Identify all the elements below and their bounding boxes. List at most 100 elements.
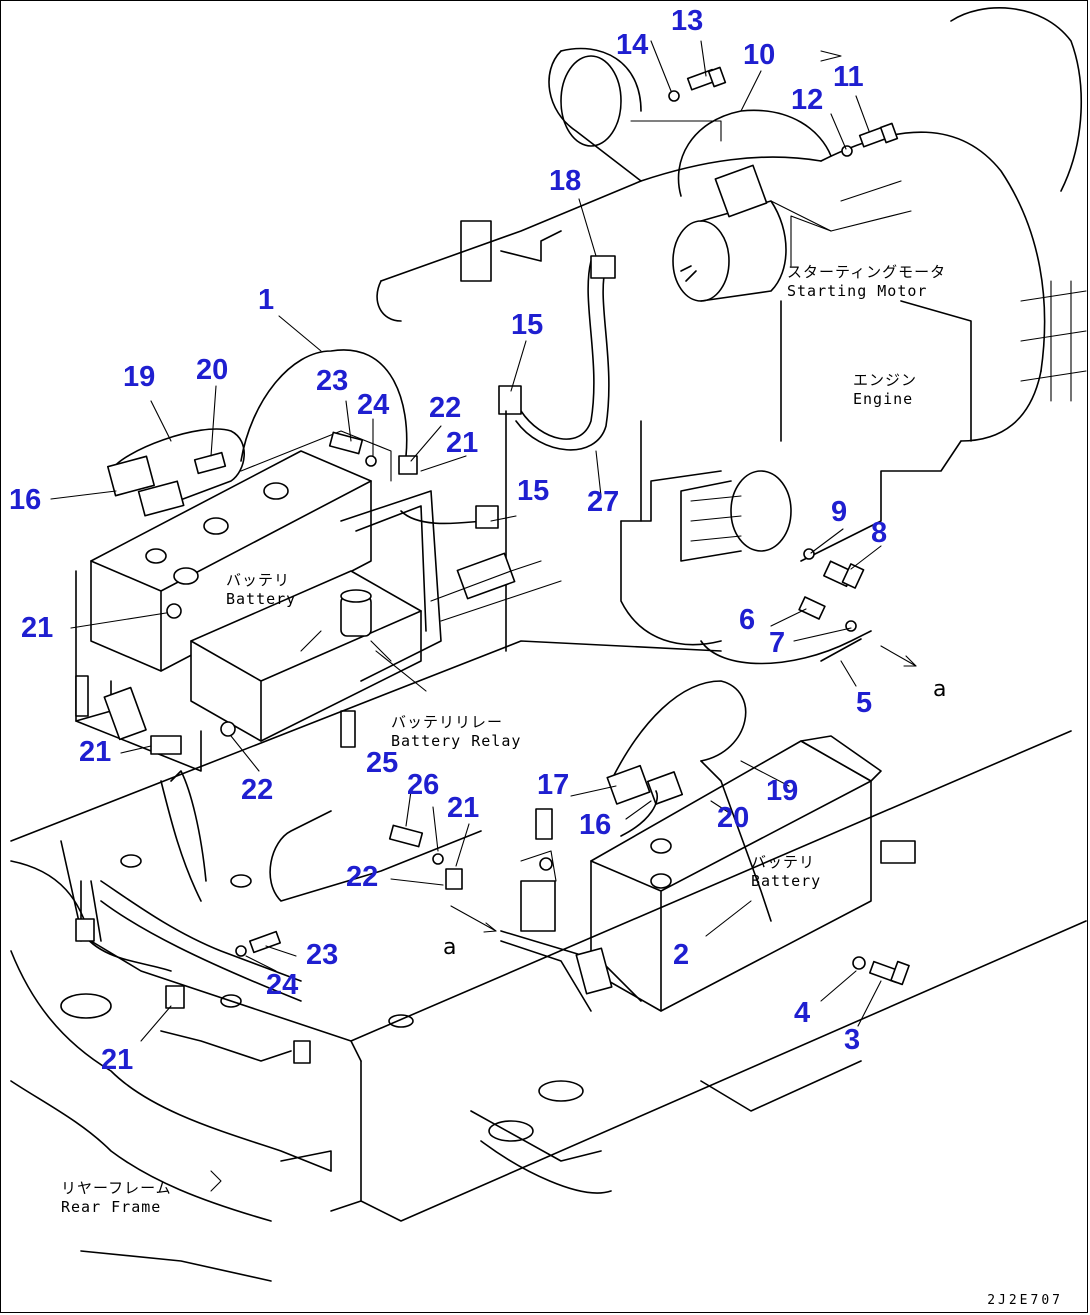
bolt-17 <box>535 808 553 840</box>
cable-1 <box>240 349 408 462</box>
callout-19-right: 19 <box>766 775 799 807</box>
terminal-17-right <box>646 771 684 805</box>
callout-23-upper: 23 <box>316 365 349 397</box>
washer-24-lower <box>235 945 247 957</box>
callout-26: 26 <box>407 769 440 801</box>
label-rear-frame-jp: リヤーフレーム <box>61 1179 172 1197</box>
arrow-a-upper <box>880 645 917 667</box>
callout-17: 17 <box>537 769 570 801</box>
engine-outline <box>376 7 1087 646</box>
view-marker-a-lower: a <box>443 935 457 960</box>
callout-22-middle: 22 <box>346 861 379 893</box>
washer-14 <box>668 90 680 102</box>
leader-lines <box>50 40 882 1042</box>
bolt-13 <box>686 66 727 91</box>
terminal-16-right <box>606 764 651 805</box>
label-battery-relay-en: Battery Relay <box>391 731 522 750</box>
callout-21-lower-left: 21 <box>79 736 112 768</box>
starting-motor <box>672 164 832 302</box>
callout-8: 8 <box>871 517 888 549</box>
label-engine: エンジン Engine <box>853 371 917 409</box>
clamp-left-frame <box>75 918 95 942</box>
callout-15-lower: 15 <box>517 475 550 507</box>
label-battery-right-en: Battery <box>751 871 822 890</box>
clamp-21-middle <box>445 868 463 890</box>
washer-17 <box>539 857 553 871</box>
callout-15-upper: 15 <box>511 309 544 341</box>
terminal-15-lower <box>475 505 499 529</box>
bolt-11 <box>858 122 899 148</box>
callout-23-lower: 23 <box>306 939 339 971</box>
washer-24-upper <box>365 455 377 467</box>
washer-4 <box>852 956 866 970</box>
battery-relay <box>190 570 422 742</box>
callout-18: 18 <box>549 165 582 197</box>
label-battery-left-en: Battery <box>226 589 297 608</box>
cable-27 <box>520 260 595 440</box>
view-marker-a-upper: a <box>933 677 947 702</box>
terminal-15-upper <box>498 385 522 415</box>
washer-12 <box>841 145 853 157</box>
label-starting-motor-jp: スターティングモータ <box>787 263 947 281</box>
callout-7: 7 <box>769 627 786 659</box>
callout-12: 12 <box>791 84 824 116</box>
drawing-code: 2J2E707 <box>987 1293 1063 1308</box>
callout-24-upper: 24 <box>357 389 390 421</box>
right-battery <box>590 735 916 1012</box>
washer-9 <box>803 548 815 560</box>
label-engine-jp: エンジン <box>853 371 918 389</box>
callout-2: 2 <box>673 939 690 971</box>
left-battery <box>90 430 392 672</box>
cable-2 <box>700 760 772 922</box>
clamp-22-upper <box>398 455 418 475</box>
label-battery-left: バッテリ Battery <box>226 571 296 609</box>
label-battery-relay: バッテリリレー Battery Relay <box>391 713 521 751</box>
cable-19-left <box>106 428 245 517</box>
callout-10: 10 <box>743 39 776 71</box>
callout-1: 1 <box>258 284 275 316</box>
callout-19-left: 19 <box>123 361 156 393</box>
cable-27-b <box>515 265 610 451</box>
terminal-18 <box>590 255 616 279</box>
label-battery-relay-jp: バッテリリレー <box>391 713 504 731</box>
label-battery-right: バッテリ Battery <box>751 853 821 891</box>
callout-16-left: 16 <box>9 484 42 516</box>
bolt-23-upper <box>328 431 364 455</box>
bolt-3 <box>868 960 910 986</box>
callout-6: 6 <box>739 604 756 636</box>
callout-21-middle: 21 <box>447 792 480 824</box>
callout-13: 13 <box>671 5 704 37</box>
washer-7 <box>845 620 857 632</box>
callout-5: 5 <box>856 687 873 719</box>
callout-20-left: 20 <box>196 354 229 386</box>
callout-25: 25 <box>366 747 399 779</box>
bolt-23-lower <box>248 930 282 954</box>
battery-bracket <box>75 490 562 772</box>
cable-19-right <box>610 680 747 782</box>
clamp-22-lower-left <box>220 721 236 737</box>
label-rear-frame: リヤーフレーム Rear Frame <box>61 1179 172 1217</box>
label-battery-right-jp: バッテリ <box>751 853 816 871</box>
label-engine-en: Engine <box>853 389 914 408</box>
callout-21-bottom: 21 <box>101 1044 134 1076</box>
callout-20-right: 20 <box>717 802 750 834</box>
bolt-7 <box>798 596 826 620</box>
callout-4: 4 <box>794 997 811 1029</box>
callout-21-left: 21 <box>21 612 54 644</box>
washer-26 <box>432 853 444 865</box>
callout-22-upper: 22 <box>429 392 462 424</box>
callout-22-left: 22 <box>241 774 274 806</box>
callout-9: 9 <box>831 496 848 528</box>
label-battery-left-jp: バッテリ <box>226 571 291 589</box>
callout-11: 11 <box>833 61 864 93</box>
alternator <box>680 470 792 562</box>
cable-20-right <box>620 790 658 837</box>
right-battery-bracket <box>500 850 642 1012</box>
callout-14: 14 <box>616 29 649 61</box>
bolt-25 <box>388 824 424 848</box>
label-starting-motor: スターティングモータ Starting Motor <box>787 263 946 301</box>
callout-16-right: 16 <box>579 809 612 841</box>
label-rear-frame-en: Rear Frame <box>61 1197 162 1216</box>
